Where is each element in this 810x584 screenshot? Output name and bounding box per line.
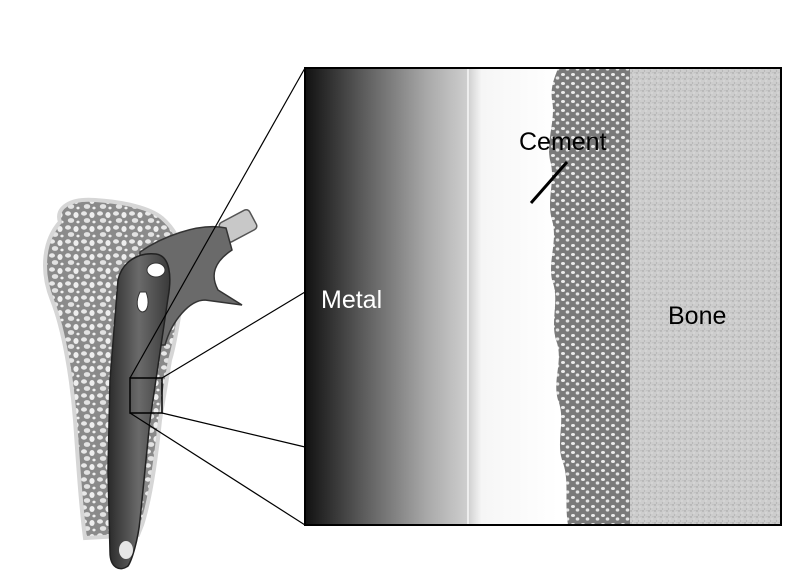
magnified-panel: Metal Cement Bone — [305, 68, 781, 525]
cement-label: Cement — [519, 128, 607, 156]
implant-tip-hole — [119, 541, 133, 559]
implant-hole-upper — [147, 263, 165, 277]
bone-layer — [630, 68, 781, 525]
bone-label: Bone — [668, 302, 726, 330]
implant-hole-lower — [137, 292, 148, 312]
metal-label: Metal — [321, 286, 382, 314]
